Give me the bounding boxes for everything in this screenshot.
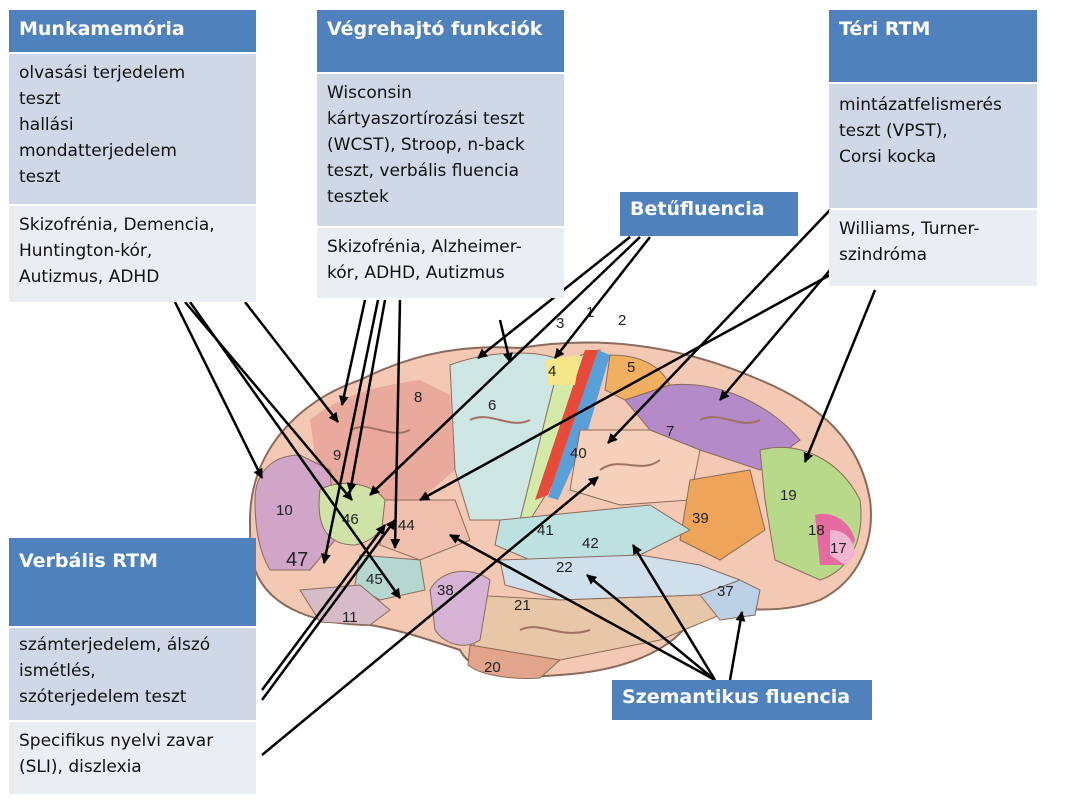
label-szemantikus-fluencia: Szemantikus fluencia: [612, 680, 872, 720]
area-4: 4: [548, 363, 556, 380]
box-disorders: Skizofrénia, Alzheimer- kór, ADHD, Autiz…: [317, 228, 564, 298]
area-7: 7: [666, 423, 674, 440]
area-37: 37: [717, 583, 734, 600]
arrow: [730, 612, 742, 680]
area-45: 45: [366, 571, 383, 588]
area-47: 47: [286, 549, 308, 571]
area-8: 8: [414, 389, 422, 406]
area-21: 21: [514, 597, 531, 614]
area-18: 18: [808, 522, 825, 539]
box-title: Végrehajtó funkciók: [317, 10, 564, 72]
arrow: [555, 237, 650, 358]
arrow: [175, 302, 262, 478]
box-title: Munkamemória: [9, 10, 256, 52]
area-20: 20: [484, 659, 501, 676]
box-tests: Wisconsin kártyaszortírozási teszt (WCST…: [317, 74, 564, 226]
arrow: [720, 270, 830, 400]
box-tests: mintázatfelismerés teszt (VPST), Corsi k…: [829, 84, 1037, 208]
area-40: 40: [570, 445, 587, 462]
area-22: 22: [556, 559, 573, 576]
area-44: 44: [398, 517, 415, 534]
area-5: 5: [627, 359, 635, 376]
area-38: 38: [437, 582, 454, 599]
area-9: 9: [333, 447, 341, 464]
arrow: [245, 302, 338, 422]
box-disorders: Specifikus nyelvi zavar (SLI), diszlexia: [9, 722, 256, 794]
box-disorders: Skizofrénia, Demencia, Huntington-kór, A…: [9, 206, 256, 302]
area-10: 10: [276, 502, 293, 519]
box-title: Téri RTM: [829, 10, 1037, 82]
box-disorders: Williams, Turner- szindróma: [829, 210, 1037, 286]
area-39: 39: [692, 510, 709, 527]
box-title: Verbális RTM: [9, 538, 256, 626]
area-42: 42: [582, 535, 599, 552]
area-2: 2: [618, 312, 626, 329]
area-19: 19: [780, 487, 797, 504]
label-betufluencia: Betűfluencia: [620, 192, 798, 236]
box-tests: számterjedelem, álszó ismétlés, szóterje…: [9, 628, 256, 720]
area-17: 17: [830, 540, 847, 557]
box-tests: olvasási terjedelem teszt hallási mondat…: [9, 54, 256, 204]
area-6: 6: [488, 397, 496, 414]
area-11: 11: [342, 609, 358, 626]
